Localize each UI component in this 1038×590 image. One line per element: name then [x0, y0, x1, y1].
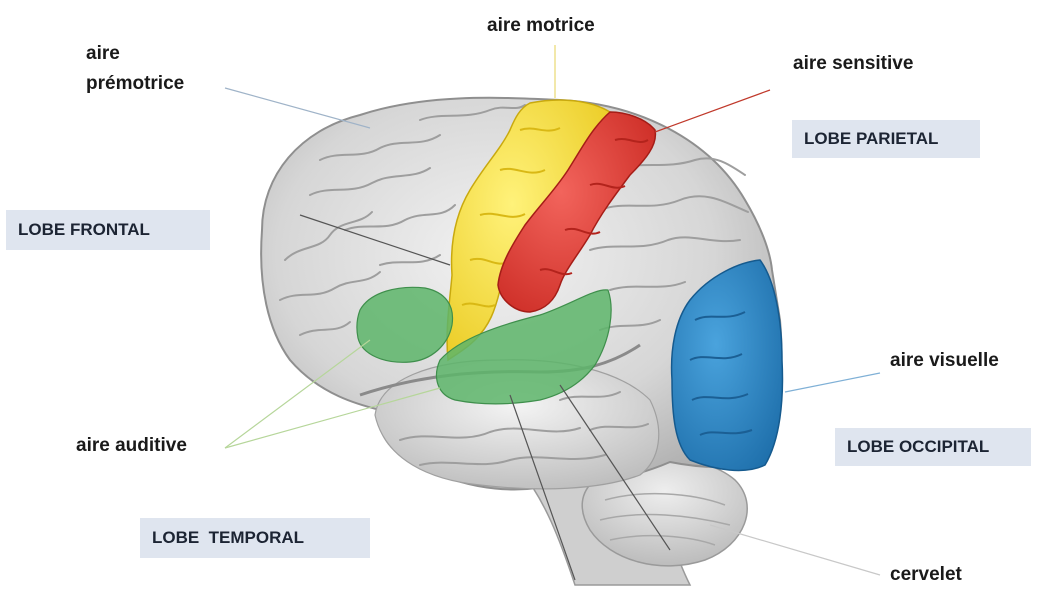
leader-visuelle	[785, 373, 880, 392]
lobe-occipital-box: LOBE OCCIPITAL	[835, 428, 1031, 466]
lobe-parietal-box: LOBE PARIETAL	[792, 120, 980, 158]
label-aire-auditive: aire auditive	[76, 434, 187, 458]
lobe-temporal-box: LOBE TEMPORAL	[140, 518, 370, 558]
label-aire-premotrice-line2: prémotrice	[86, 72, 184, 96]
label-aire-premotrice-line1: aire	[86, 42, 120, 66]
leader-premotrice	[225, 88, 370, 128]
label-aire-visuelle: aire visuelle	[890, 349, 999, 373]
label-cervelet: cervelet	[890, 563, 962, 587]
label-aire-sensitive: aire sensitive	[793, 52, 913, 76]
lobe-frontal-box: LOBE FRONTAL	[6, 210, 210, 250]
label-aire-motrice: aire motrice	[487, 14, 595, 38]
leader-cervelet	[710, 525, 880, 575]
leader-sensitive	[655, 90, 770, 132]
